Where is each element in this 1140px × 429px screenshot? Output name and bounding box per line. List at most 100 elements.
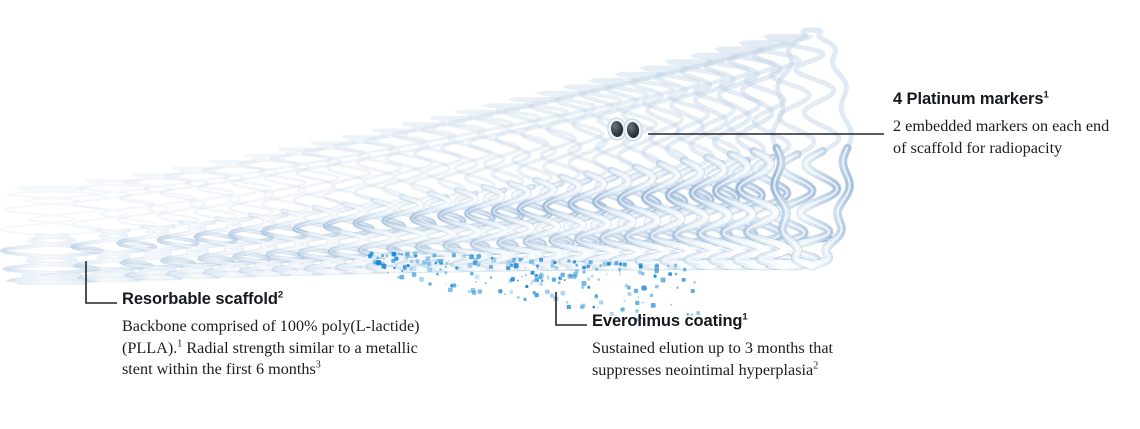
drug-particle xyxy=(419,277,424,282)
drug-particle xyxy=(476,263,480,267)
scaffold-strut-ring-back xyxy=(292,141,375,209)
drug-particle xyxy=(619,273,622,276)
drug-particle xyxy=(637,270,643,275)
drug-particle xyxy=(534,273,538,278)
footnote-ref: 1 xyxy=(742,311,748,323)
drug-particle xyxy=(397,276,400,279)
drug-particle xyxy=(530,282,533,285)
drug-particle xyxy=(415,259,420,264)
scaffold-strut-ring xyxy=(351,197,438,274)
drug-particle xyxy=(581,285,585,289)
drug-particle xyxy=(472,261,476,265)
scaffold-strut-ring-back xyxy=(592,71,689,173)
drug-particle xyxy=(498,289,503,294)
drug-particle xyxy=(587,277,591,281)
drug-particle xyxy=(376,256,379,259)
drug-particle xyxy=(406,264,410,268)
scaffold-strut-ring xyxy=(227,212,310,277)
drug-particle xyxy=(521,258,524,260)
footnote-ref: 3 xyxy=(315,359,321,371)
scaffold-strut-ring xyxy=(380,193,468,273)
drug-particle xyxy=(456,284,459,287)
drug-particle xyxy=(637,295,640,298)
scaffold-strut-ring xyxy=(260,208,344,276)
scaffold-strut-ring-back xyxy=(463,103,553,189)
scaffold-strut-ring-back xyxy=(664,52,767,163)
drug-particle xyxy=(517,296,520,299)
drug-particle xyxy=(501,260,503,263)
drug-particle xyxy=(609,311,614,316)
drug-particle xyxy=(510,277,515,282)
drug-particle xyxy=(581,281,587,286)
drug-particle xyxy=(508,279,513,283)
drug-particle xyxy=(532,291,536,295)
drug-particle xyxy=(597,278,600,281)
footnote-ref: 1 xyxy=(177,338,183,350)
scaffold-strut-ring xyxy=(436,186,526,272)
drug-particle xyxy=(475,281,477,283)
drug-particle xyxy=(406,252,409,256)
drug-particle xyxy=(452,283,457,288)
drug-particle xyxy=(530,270,535,275)
drug-particle xyxy=(525,285,529,288)
drug-particle xyxy=(594,294,598,297)
drug-particle xyxy=(575,263,579,267)
callout-everolimus-coating: Everolimus coating1 Sustained elution up… xyxy=(592,312,922,381)
scaffold-strut-ring-back xyxy=(381,122,467,199)
platinum-marker-1 xyxy=(610,121,624,137)
scaffold-strut-ring-back xyxy=(322,134,406,206)
drug-particle xyxy=(696,311,701,315)
drug-particle xyxy=(554,266,559,270)
drug-particle xyxy=(587,285,591,289)
drug-particle xyxy=(641,271,645,276)
drug-particle xyxy=(403,266,407,271)
footnote-ref: 1 xyxy=(1043,89,1049,101)
drug-particle xyxy=(572,260,577,264)
drug-particle xyxy=(557,281,561,285)
drug-particle xyxy=(539,282,543,286)
drug-particle xyxy=(409,267,413,271)
scaffold-strut-ring-back xyxy=(193,160,275,220)
drug-particle xyxy=(400,253,403,256)
scaffold-strut-ring xyxy=(489,180,582,272)
drug-particle xyxy=(524,273,527,277)
drug-particle xyxy=(510,263,513,267)
drug-particle xyxy=(403,265,408,270)
drug-particle xyxy=(690,313,694,317)
drug-particle xyxy=(567,259,571,263)
scaffold-strut-ring-back xyxy=(711,40,817,157)
drug-particle xyxy=(553,261,557,265)
callout-everolimus-body: Sustained elution up to 3 months that su… xyxy=(592,338,834,379)
drug-particle xyxy=(532,264,534,266)
drug-particle xyxy=(582,265,586,270)
callout-scaffold-body: Backbone comprised of 100% poly(L-lactid… xyxy=(122,316,420,379)
drug-particle xyxy=(381,254,385,257)
scaffold-strut-ring xyxy=(0,232,106,286)
drug-particle xyxy=(572,272,578,277)
drug-particle xyxy=(448,287,453,293)
drug-particle xyxy=(411,266,417,271)
drug-particle xyxy=(580,263,583,266)
drug-particle xyxy=(414,254,418,258)
drug-particle xyxy=(574,269,579,273)
drug-particle xyxy=(393,267,396,270)
drug-particle xyxy=(467,263,473,269)
scaffold-strut-ring xyxy=(322,201,407,275)
drug-particle xyxy=(489,264,494,269)
drug-particle xyxy=(582,270,586,274)
drug-particle xyxy=(635,309,639,313)
scaffold-strut-ring-back xyxy=(156,166,239,224)
drug-particle xyxy=(513,262,516,265)
drug-particle xyxy=(521,275,523,278)
drug-particle xyxy=(445,261,449,265)
drug-particle xyxy=(451,253,456,258)
drug-particle xyxy=(677,266,680,268)
drug-particle xyxy=(599,300,604,305)
drug-particle xyxy=(529,259,534,264)
scaffold-strut-ring-back xyxy=(567,78,662,176)
drug-particle xyxy=(536,266,539,269)
drug-particle xyxy=(385,254,389,258)
drug-particle xyxy=(638,263,643,268)
drug-particle xyxy=(425,256,431,262)
